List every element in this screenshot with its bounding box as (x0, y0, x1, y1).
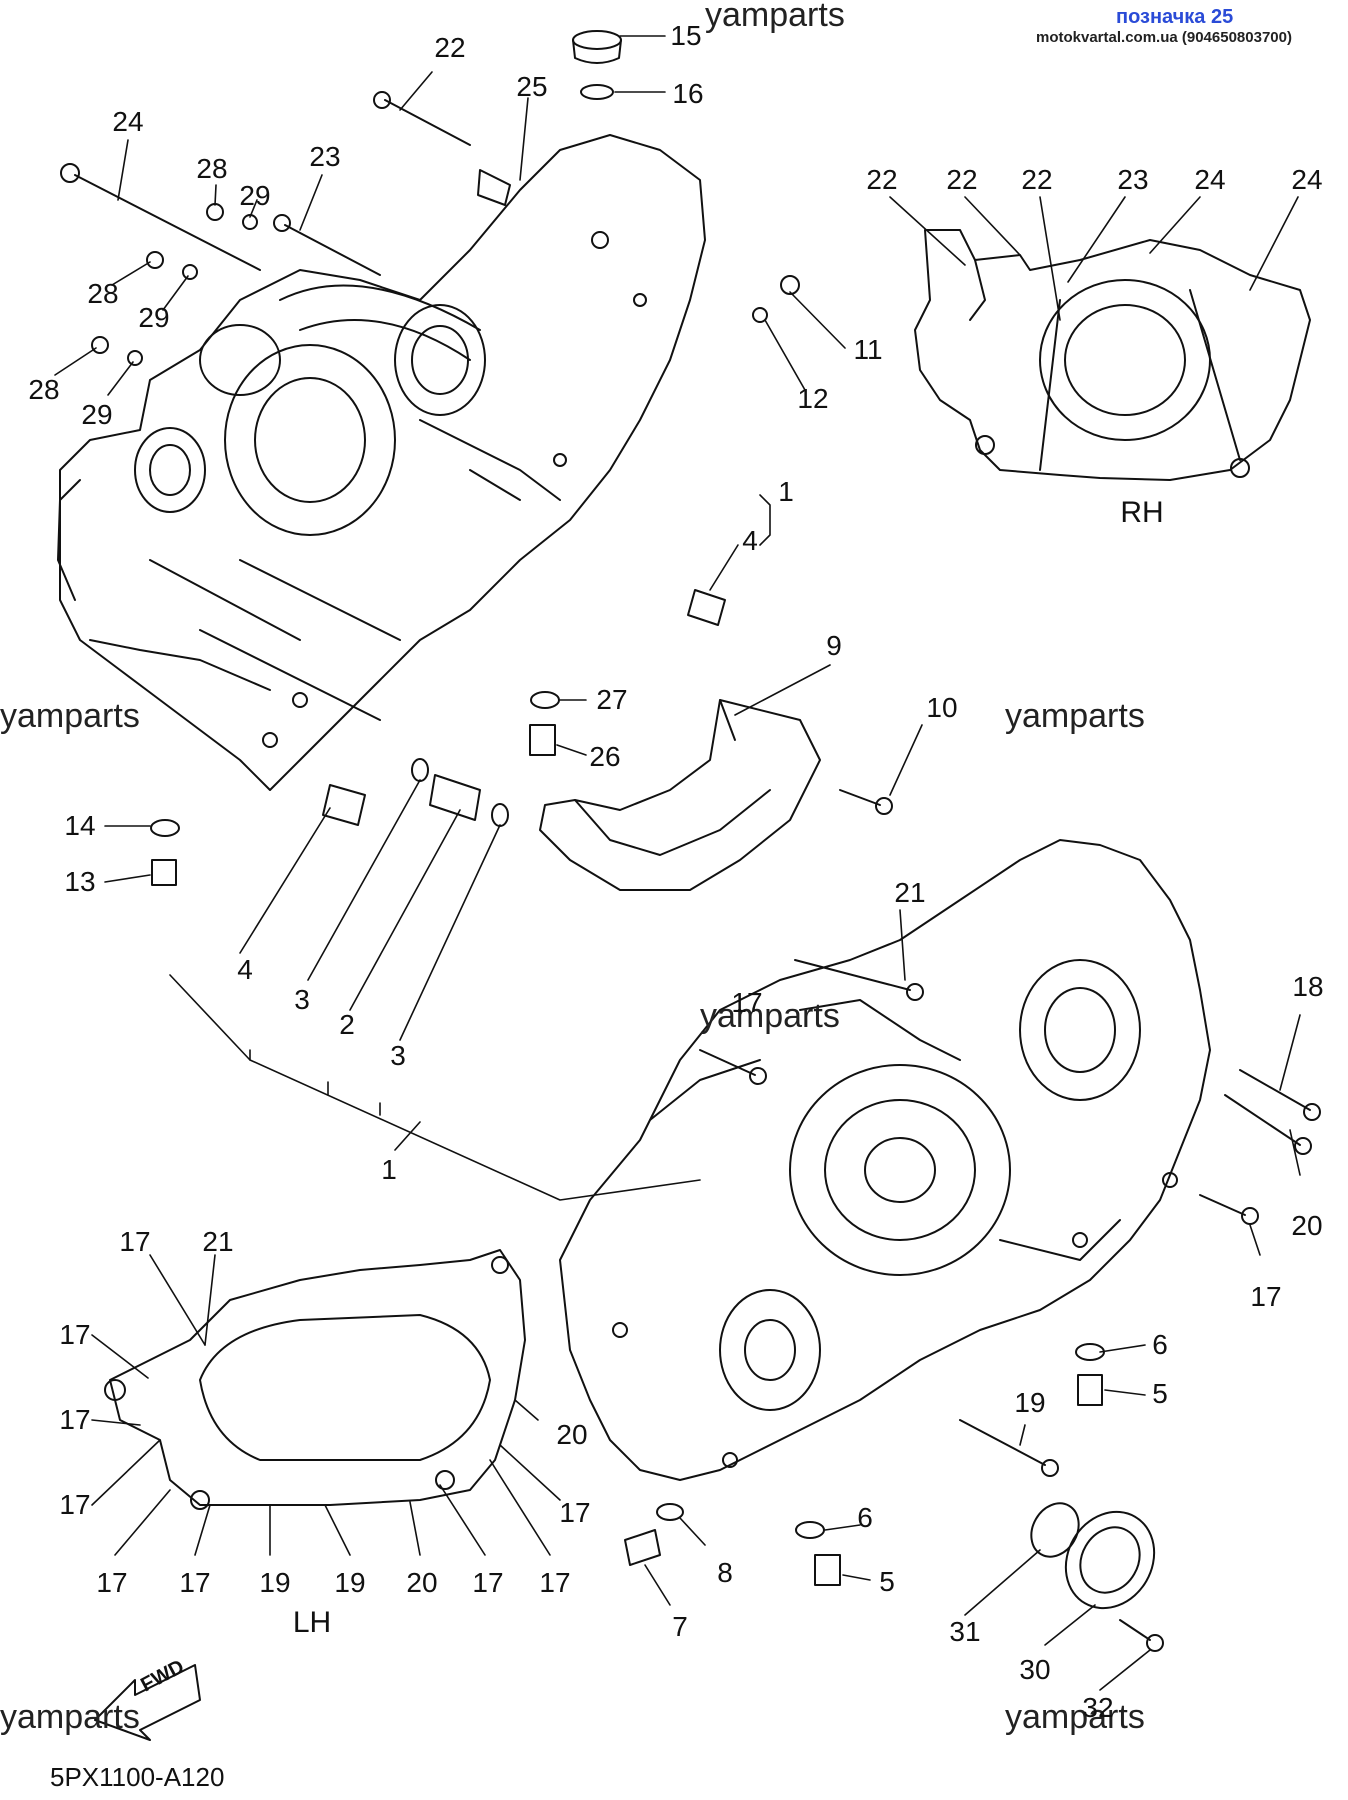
callout-8: 8 (717, 1557, 733, 1588)
callout-22: 22 (1021, 164, 1053, 195)
callout-21: 21 (894, 877, 926, 908)
callout-32: 32 (1082, 1692, 1114, 1723)
callout-30: 30 (1019, 1654, 1051, 1685)
callout-25: 25 (516, 71, 548, 102)
fwd-arrow (94, 1664, 201, 1741)
callout-5: 5 (1152, 1378, 1168, 1409)
watermark: yamparts (1005, 1698, 1145, 1736)
callout-7: 7 (672, 1611, 688, 1642)
callout-22: 22 (866, 164, 898, 195)
diagram-code: 5PX1100-A120 (50, 1762, 225, 1792)
callout-17: 17 (731, 987, 763, 1018)
callout-19: 19 (1014, 1387, 1046, 1418)
callout-31: 31 (949, 1616, 981, 1647)
callout-3: 3 (390, 1040, 406, 1071)
callout-1: 1 (778, 476, 794, 507)
rh-view-label: RH (1120, 496, 1164, 529)
callout-19: 19 (334, 1567, 366, 1598)
callout-6: 6 (1152, 1329, 1168, 1360)
callout-5: 5 (879, 1566, 895, 1597)
callout-20: 20 (556, 1419, 588, 1450)
right-crankcase-half (559, 839, 1211, 1481)
callout-1: 1 (381, 1154, 397, 1185)
callout-6: 6 (857, 1502, 873, 1533)
watermark: yamparts (705, 0, 845, 34)
callout-17: 17 (59, 1404, 91, 1435)
callout-19: 19 (259, 1567, 291, 1598)
lh-view-label: LH (292, 1606, 332, 1639)
rh-crankcase-outline (914, 229, 1311, 481)
cap-and-oring (1030, 1502, 1156, 1610)
callout-13: 13 (64, 866, 96, 897)
callout-17: 17 (96, 1567, 128, 1598)
callout-15: 15 (670, 20, 702, 51)
watermark: yamparts (0, 697, 140, 735)
source-label: motokvartal.com.ua (904650803700) (1036, 29, 1292, 46)
callout-17: 17 (119, 1226, 151, 1257)
callout-17: 17 (539, 1567, 571, 1598)
callout-17: 17 (179, 1567, 211, 1598)
callout-10: 10 (926, 692, 958, 723)
callout-20: 20 (406, 1567, 438, 1598)
callout-26: 26 (589, 741, 621, 772)
callout-17: 17 (1250, 1281, 1282, 1312)
callout-28: 28 (196, 153, 228, 184)
watermark: yamparts (700, 997, 840, 1035)
callout-17: 17 (59, 1319, 91, 1350)
callout-28: 28 (87, 278, 119, 309)
callout-29: 29 (138, 302, 170, 333)
callout-23: 23 (309, 141, 341, 172)
badge-label: позначка 25 (1116, 6, 1234, 28)
left-crankcase-half (57, 134, 706, 791)
callout-28: 28 (28, 374, 60, 405)
callout-18: 18 (1292, 971, 1324, 1002)
lh-cover-outline (104, 1249, 526, 1510)
callout-22: 22 (434, 32, 466, 63)
callout-17: 17 (59, 1489, 91, 1520)
oil-pan-cover (539, 699, 821, 891)
callout-16: 16 (672, 78, 704, 109)
callout-23: 23 (1117, 164, 1149, 195)
callout-27: 27 (596, 684, 628, 715)
callout-29: 29 (81, 399, 113, 430)
watermark: yamparts (1005, 697, 1145, 735)
leader-lines (54, 35, 1301, 1691)
callout-22: 22 (946, 164, 978, 195)
callout-4: 4 (237, 954, 253, 985)
callout-9: 9 (826, 630, 842, 661)
callout-3: 3 (294, 984, 310, 1015)
hardware-parts (60, 30, 1321, 1652)
callout-24: 24 (112, 106, 144, 137)
callout-29: 29 (239, 180, 271, 211)
callout-20: 20 (1291, 1210, 1323, 1241)
callout-21: 21 (202, 1226, 234, 1257)
callout-11: 11 (853, 334, 883, 365)
callout-2: 2 (339, 1009, 355, 1040)
callout-17: 17 (559, 1497, 591, 1528)
callout-24: 24 (1291, 164, 1323, 195)
callout-17: 17 (472, 1567, 504, 1598)
callout-12: 12 (797, 383, 829, 414)
callout-4: 4 (742, 525, 758, 556)
callout-14: 14 (64, 810, 96, 841)
watermark: yamparts (0, 1698, 140, 1736)
callout-24: 24 (1194, 164, 1226, 195)
